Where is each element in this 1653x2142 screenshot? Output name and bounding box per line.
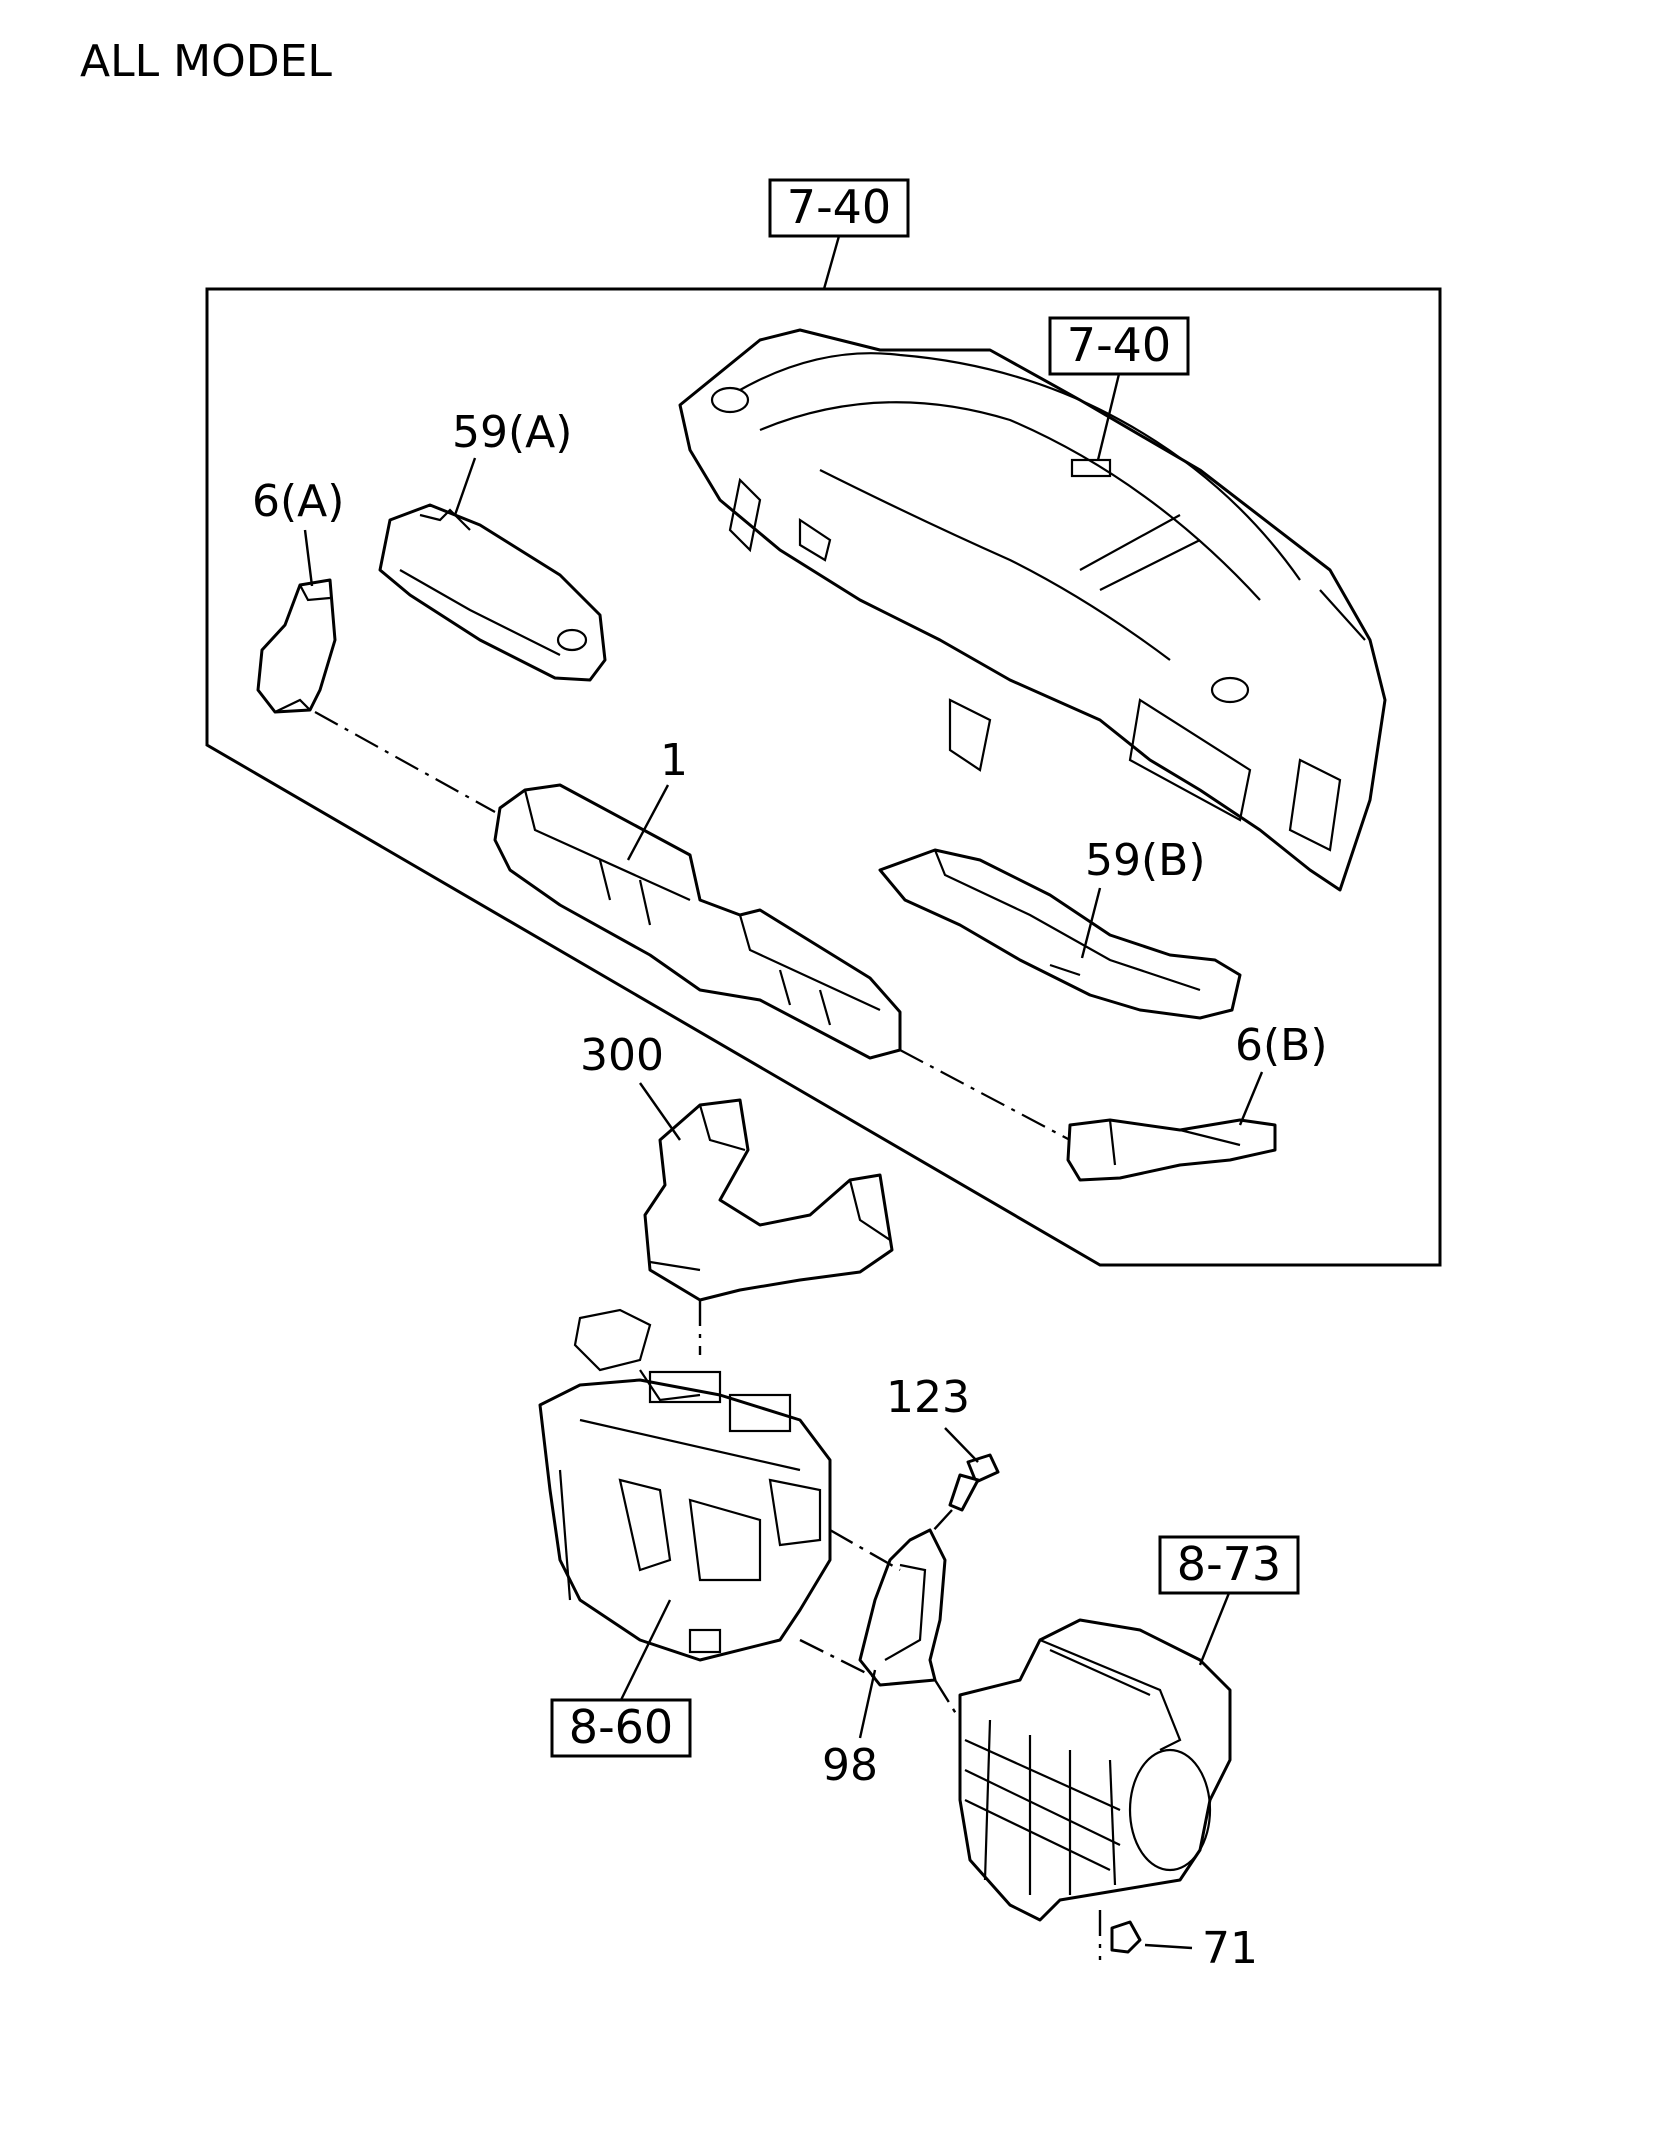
part-123-bolt: 123 xyxy=(886,1372,1000,1546)
part-59b-duct: 59(B) xyxy=(878,835,1242,1020)
label-part-98: 98 xyxy=(822,1740,878,1791)
part-71-nut: 71 xyxy=(1098,1910,1258,1974)
label-part-1: 1 xyxy=(660,735,688,786)
assembly-frame xyxy=(205,287,1442,1267)
callout-box-top-ref: 7-40 xyxy=(768,178,910,290)
part-300-center-duct: 300 xyxy=(580,1030,894,1355)
callout-top-ref-label: 7-40 xyxy=(787,180,891,234)
part-1-defroster-duct: 1 xyxy=(493,735,902,1060)
part-6a-duct: 6(A) xyxy=(252,476,344,714)
alignment-line-left xyxy=(314,711,496,813)
page-title: ALL MODEL xyxy=(80,36,332,87)
label-part-6b: 6(B) xyxy=(1235,1020,1328,1071)
callout-box-blower-ref: 8-73 xyxy=(1158,1535,1300,1666)
callout-blower-ref-label: 8-73 xyxy=(1177,1537,1281,1591)
label-part-123: 123 xyxy=(886,1372,970,1423)
part-98-seal: 98 xyxy=(799,1528,962,1791)
blower-unit xyxy=(958,1618,1232,1922)
callout-box-heater-ref: 8-60 xyxy=(550,1599,692,1758)
part-6b-duct: 6(B) xyxy=(1066,1020,1328,1182)
label-part-59b: 59(B) xyxy=(1085,835,1206,886)
callout-heater-ref-label: 8-60 xyxy=(569,1700,673,1754)
label-part-71: 71 xyxy=(1202,1923,1258,1974)
label-part-6a: 6(A) xyxy=(252,476,344,527)
label-part-300: 300 xyxy=(580,1030,664,1081)
callout-box-dash-ref: 7-40 xyxy=(1048,316,1190,461)
instrument-panel xyxy=(678,328,1387,892)
callout-dash-ref-label: 7-40 xyxy=(1067,318,1171,372)
part-59a-duct: 59(A) xyxy=(378,407,607,682)
alignment-line-right xyxy=(899,1049,1071,1141)
label-part-59a: 59(A) xyxy=(452,407,572,458)
heater-unit xyxy=(538,1308,832,1662)
